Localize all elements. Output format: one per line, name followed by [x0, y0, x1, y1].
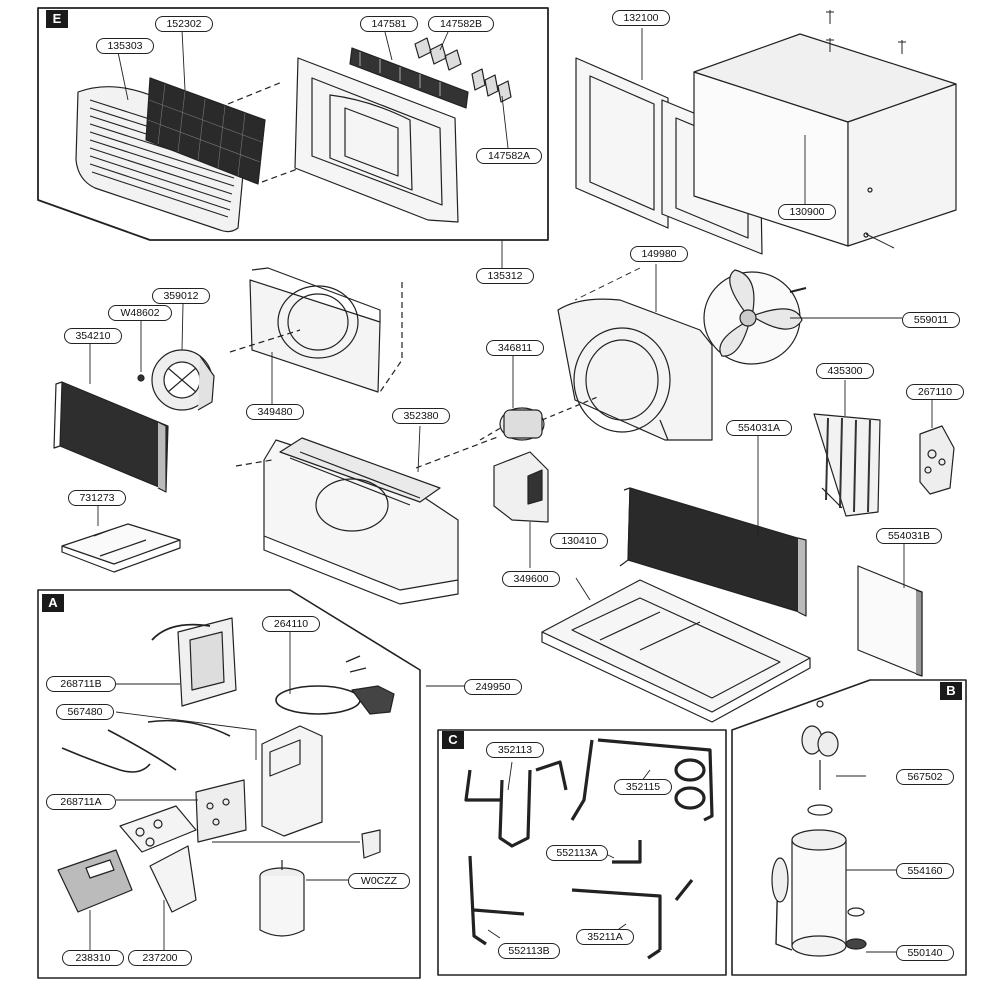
wire-harness-part	[61, 719, 231, 773]
filter-part	[145, 77, 266, 185]
part-label: 130410	[550, 533, 608, 549]
part-label: 554031A	[726, 420, 792, 436]
part-label: 147582A	[476, 148, 542, 164]
section-tag-c: C	[442, 731, 464, 749]
front-frame-part	[294, 57, 459, 223]
part-label: 132100	[612, 10, 670, 26]
part-label: 554160	[896, 863, 954, 879]
section-c-frame	[437, 729, 727, 976]
display-panel-part	[119, 805, 197, 853]
condenser-fan-part	[703, 269, 807, 365]
part-label: 567502	[896, 769, 954, 785]
part-label: 268711B	[46, 676, 116, 692]
part-label: 130900	[778, 204, 836, 220]
grommet-part	[807, 804, 867, 950]
clip-b-part	[414, 37, 462, 71]
condenser-coil-part	[619, 487, 807, 617]
tube-assembly-part	[464, 738, 714, 960]
scroll-shroud-part	[557, 298, 713, 441]
capacitor-part	[259, 860, 305, 937]
section-tag-e: E	[46, 10, 68, 28]
fan-motor-part	[479, 395, 601, 441]
clip-a-part	[471, 68, 512, 103]
section-a-frame	[37, 589, 421, 979]
accumulator-part	[801, 700, 839, 790]
part-label: 567480	[56, 704, 114, 720]
part-label: 135312	[476, 268, 534, 284]
part-label: 359012	[152, 288, 210, 304]
motor-bracket-part	[493, 451, 549, 523]
part-label: 352115	[614, 779, 672, 795]
part-label: 346811	[486, 340, 544, 356]
part-label: 352380	[392, 408, 450, 424]
part-label: 435300	[816, 363, 874, 379]
part-label: 354210	[64, 328, 122, 344]
part-label: 152302	[155, 16, 213, 32]
insulation-part	[61, 523, 181, 573]
part-label: 349480	[246, 404, 304, 420]
part-label: 554031B	[876, 528, 942, 544]
part-label: 135303	[96, 38, 154, 54]
power-cord-part	[275, 655, 395, 715]
base-pan-part	[541, 579, 811, 723]
section-b-frame	[731, 679, 967, 976]
screws-part	[826, 10, 906, 249]
heater-part	[813, 413, 881, 517]
part-label: 552113A	[546, 845, 608, 861]
part-label: 559011	[902, 312, 960, 328]
section-e-frame	[37, 7, 549, 241]
part-label: 149980	[630, 246, 688, 262]
section-tag-a: A	[42, 594, 64, 612]
base-chassis-part	[235, 435, 501, 605]
front-cover-part	[57, 849, 133, 913]
part-label: 267110	[906, 384, 964, 400]
pcb-part	[195, 779, 247, 843]
evaporator-part	[53, 381, 169, 493]
blower-wheel-part	[151, 349, 215, 411]
part-label: 349600	[502, 571, 560, 587]
section-tag-b: B	[940, 682, 962, 700]
louver-part	[349, 47, 469, 109]
control-board-part	[177, 617, 237, 707]
part-label: W48602	[108, 305, 172, 321]
sub-condenser-part	[857, 565, 923, 677]
part-label: 552113B	[498, 943, 560, 959]
blower-housing-part	[229, 267, 403, 393]
compressor-part	[771, 829, 847, 957]
part-label: 147581	[360, 16, 418, 32]
part-label: 249950	[464, 679, 522, 695]
part-label: 268711A	[46, 794, 116, 810]
remote-control-part	[919, 425, 955, 495]
part-label: 238310	[62, 950, 124, 966]
part-label: 237200	[128, 950, 192, 966]
part-label: 264110	[262, 616, 320, 632]
part-label: 731273	[68, 490, 126, 506]
part-label: 550140	[896, 945, 954, 961]
part-label: 352113	[486, 742, 544, 758]
control-box-part	[261, 725, 323, 837]
part-label: 35211A	[576, 929, 634, 945]
control-housing-part	[149, 845, 197, 913]
cabinet-part	[693, 33, 957, 247]
part-label: 147582B	[428, 16, 494, 32]
part-label: W0CZZ	[348, 873, 410, 889]
